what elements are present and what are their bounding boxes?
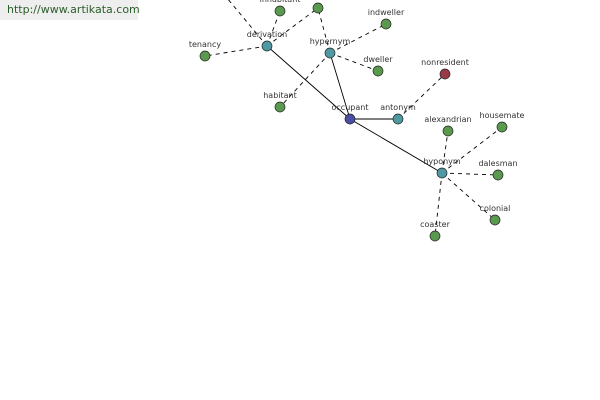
label-derivation: derivation <box>247 30 287 39</box>
edge-hyponym-colonial <box>441 172 496 221</box>
node-coaster[interactable] <box>429 230 441 242</box>
label-hypernym: hypernym <box>310 37 351 46</box>
label-dweller: dweller <box>363 55 393 64</box>
graph-nodes <box>199 2 508 242</box>
label-tenancy: tenancy <box>189 40 222 49</box>
node-nonresident[interactable] <box>439 68 451 80</box>
label-coaster: coaster <box>420 220 450 229</box>
edge-hyponym-alexandrian <box>441 130 449 174</box>
node-inhabitant[interactable] <box>274 5 286 17</box>
graph-labels: occupant hypernym derivation antonym hyponym… <box>189 0 525 229</box>
label-occupant: occupant <box>332 103 369 112</box>
graph-edges <box>204 0 503 237</box>
label-nonresident: nonresident <box>421 58 469 67</box>
label-hyponym: hyponym <box>423 157 461 166</box>
source-link[interactable]: http://www.artikata.com <box>0 0 140 20</box>
node-derivation[interactable] <box>261 40 273 52</box>
edge-derivation-tenancy <box>204 45 268 57</box>
edge-derivation-unlabeled-2 <box>266 7 319 47</box>
node-alexandrian[interactable] <box>442 125 454 137</box>
node-antonym[interactable] <box>392 113 404 125</box>
edge-derivation-inhabitant <box>266 10 281 47</box>
edge-occupant-hyponym <box>349 118 443 174</box>
node-hyponym[interactable] <box>436 167 448 179</box>
label-indweller: indweller <box>368 8 405 17</box>
label-inhabitant: inhabitant <box>260 0 301 4</box>
edge-occupant-hypernym <box>329 52 351 120</box>
node-habitant[interactable] <box>274 101 286 113</box>
label-alexandrian: alexandrian <box>424 115 471 124</box>
node-occupant[interactable] <box>344 113 356 125</box>
edge-hypernym-indweller <box>329 23 387 54</box>
node-dweller[interactable] <box>372 65 384 77</box>
node-tenancy[interactable] <box>199 50 211 62</box>
label-housemate: housemate <box>480 111 525 120</box>
label-colonial: colonial <box>480 204 511 213</box>
edge-hyponym-dalesman <box>441 172 499 176</box>
edge-hypernym-dweller <box>329 52 379 72</box>
label-dalesman: dalesman <box>478 159 517 168</box>
edge-hyponym-coaster <box>434 172 443 237</box>
node-indweller[interactable] <box>380 18 392 30</box>
edge-hypernym-unlabeled-2 <box>317 7 331 54</box>
edge-occupant-derivation <box>266 45 351 120</box>
node-colonial[interactable] <box>489 214 501 226</box>
label-antonym: antonym <box>380 103 416 112</box>
edge-derivation-unlabeled-1 <box>228 0 268 47</box>
node-housemate[interactable] <box>496 121 508 133</box>
edge-antonym-nonresident <box>397 73 446 120</box>
node-hypernym[interactable] <box>324 47 336 59</box>
node-dalesman[interactable] <box>492 169 504 181</box>
label-habitant: habitant <box>263 91 297 100</box>
node-unlabeled-2[interactable] <box>312 2 324 14</box>
